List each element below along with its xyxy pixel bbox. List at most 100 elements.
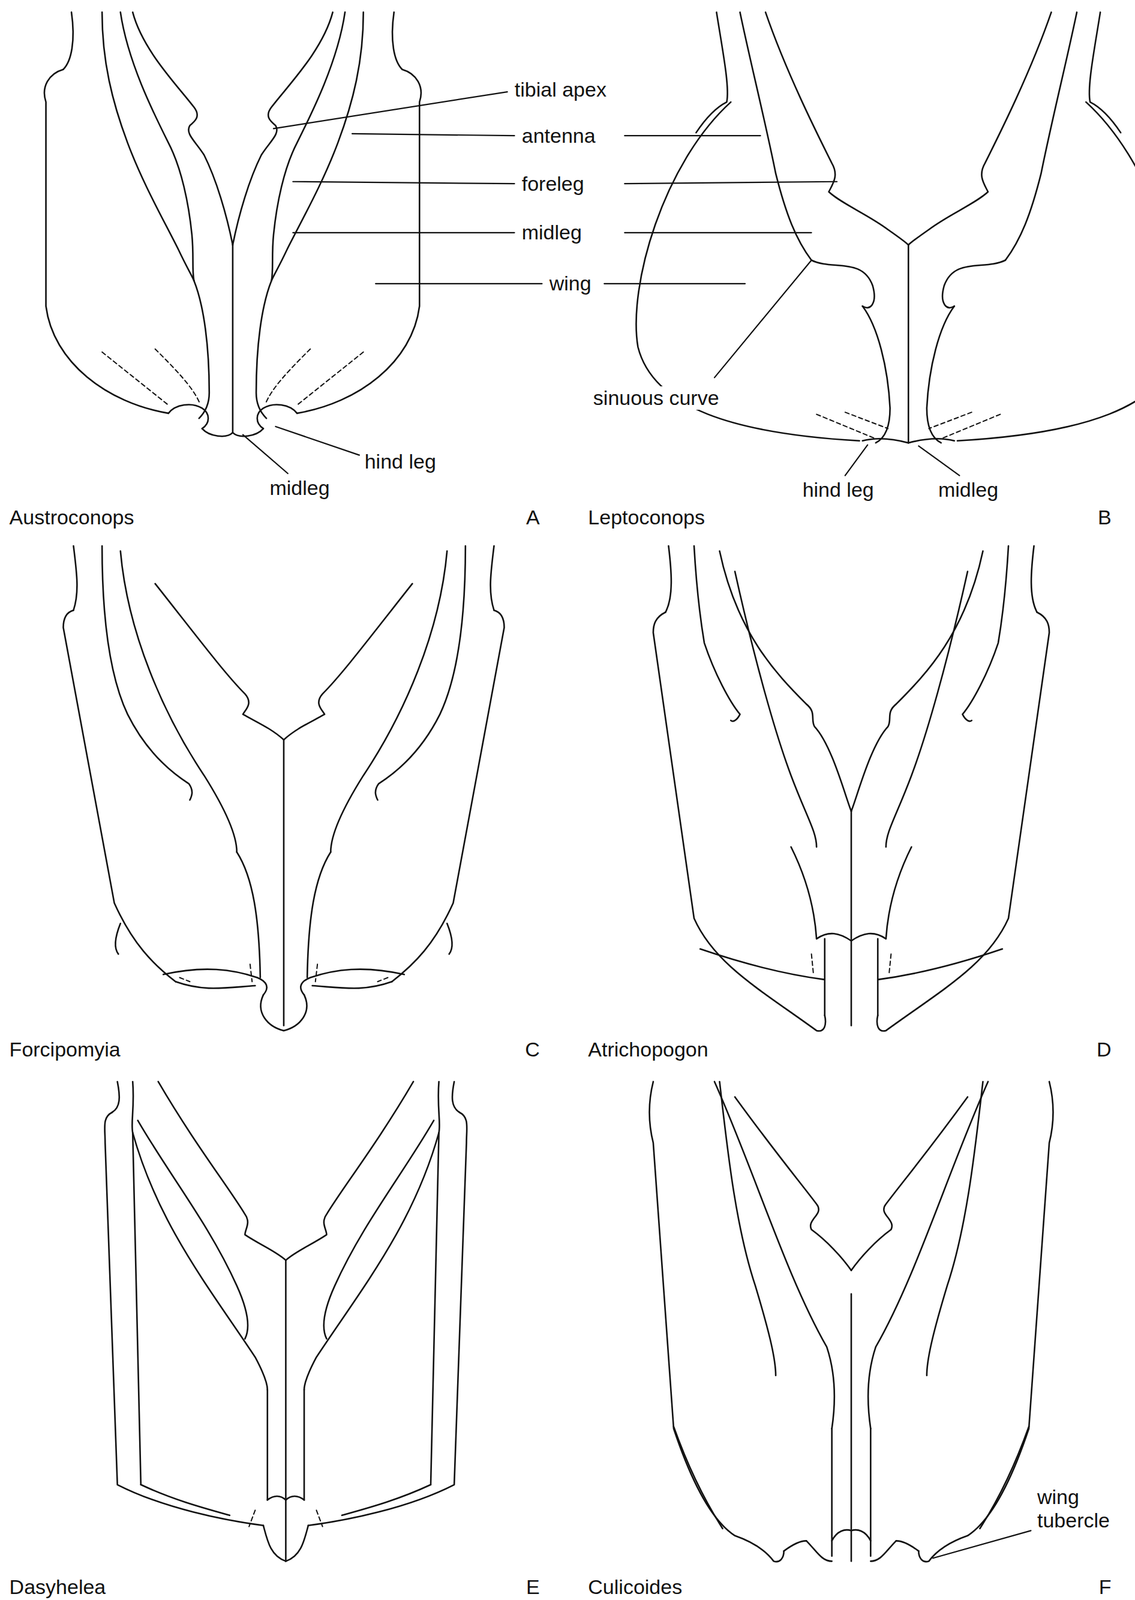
outline-stroke <box>811 953 814 975</box>
outline-stroke <box>132 1132 268 1390</box>
part-label: hind leg <box>363 449 438 474</box>
outline-stroke <box>806 1540 833 1561</box>
outline-stroke <box>175 981 256 989</box>
outline-stroke <box>260 994 284 1031</box>
leptoconops-half <box>908 11 1135 443</box>
atrichopogon-half <box>851 545 1050 1031</box>
midline <box>283 739 285 1026</box>
outline-stroke <box>816 414 876 440</box>
outline-stroke <box>115 923 121 954</box>
leader-line <box>624 134 761 137</box>
panel-letter: D <box>1095 1037 1113 1062</box>
outline-stroke <box>267 1496 287 1500</box>
leader-line <box>273 91 508 129</box>
outline-stroke <box>649 1081 785 1562</box>
outline-stroke <box>140 1484 230 1516</box>
austroconops-half <box>44 11 233 437</box>
genus-name: Leptoconops <box>586 505 707 530</box>
panel-letter: E <box>524 1575 542 1599</box>
genus-name: Forcipomyia <box>8 1037 122 1062</box>
outline-stroke <box>248 1509 255 1527</box>
outline-stroke <box>266 1389 269 1501</box>
part-label: antenna <box>520 124 597 148</box>
leader-line <box>624 181 837 184</box>
midline <box>284 1260 287 1562</box>
part-label: midleg <box>937 478 1000 502</box>
leptoconops-half <box>636 11 909 443</box>
outline-stroke <box>263 1525 286 1562</box>
outline-stroke <box>695 11 728 133</box>
forcipomyia-half <box>283 545 505 1031</box>
leader-line <box>242 434 288 474</box>
leader-line <box>624 232 812 234</box>
outline-stroke <box>665 545 672 613</box>
leader-line <box>375 283 542 285</box>
part-label: tibial apex <box>513 77 608 102</box>
part-label: midleg <box>268 476 331 500</box>
outline-stroke <box>158 1081 287 1261</box>
outline-stroke <box>700 949 825 980</box>
outline-stroke <box>155 349 201 405</box>
genus-name: Austroconops <box>8 505 136 530</box>
culicoides-half <box>851 1081 1053 1562</box>
leader-line <box>604 283 746 285</box>
outline-stroke <box>816 933 852 941</box>
leader-line <box>918 445 960 476</box>
outline-stroke <box>845 412 888 429</box>
panel-letter: C <box>523 1037 542 1062</box>
outline-stroke <box>653 612 826 1032</box>
leader-line <box>845 445 868 476</box>
outline-stroke <box>784 1540 807 1551</box>
leader-line <box>714 260 812 378</box>
genus-name: Atrichopogon <box>586 1037 710 1062</box>
part-label: hind leg <box>801 478 876 502</box>
outline-stroke <box>236 851 261 978</box>
forcipomyia-half <box>62 545 284 1031</box>
outline-stroke <box>132 11 233 245</box>
outline-stroke <box>104 1112 264 1526</box>
panel-letter: F <box>1097 1575 1113 1599</box>
outline-stroke <box>714 1081 835 1429</box>
leader-line <box>292 232 515 234</box>
outline-stroke <box>44 69 169 414</box>
outline-stroke <box>62 610 176 982</box>
part-label: sinuous curve <box>592 386 721 410</box>
outline-stroke <box>673 1426 723 1529</box>
outline-stroke <box>791 847 818 939</box>
outline-stroke <box>120 11 195 281</box>
genus-name: Culicoides <box>586 1575 684 1599</box>
culicoides-half <box>649 1081 852 1562</box>
part-label: foreleg <box>520 172 586 196</box>
genus-name: Dasyhelea <box>8 1575 108 1599</box>
outline-stroke <box>168 404 209 429</box>
leader-line <box>932 1530 1031 1558</box>
outline-stroke <box>101 352 169 405</box>
panel-letter: B <box>1096 505 1113 530</box>
outline-stroke <box>112 1081 120 1113</box>
outline-stroke <box>137 1120 248 1339</box>
midline <box>850 811 853 1026</box>
outline-stroke <box>62 11 73 69</box>
outline-stroke <box>73 545 78 611</box>
panel-letter: A <box>524 505 542 530</box>
outline-stroke <box>811 260 875 308</box>
midline <box>232 244 234 433</box>
outline-stroke <box>155 583 284 740</box>
outline-stroke <box>694 545 741 722</box>
outline-stroke <box>101 545 192 801</box>
outline-stroke <box>202 428 233 437</box>
outline-stroke <box>823 938 826 1016</box>
atrichopogon-half <box>653 545 852 1031</box>
dasyhelea-half <box>285 1081 467 1561</box>
outline-stroke <box>131 1081 141 1485</box>
leader-line <box>352 133 515 136</box>
outline-stroke <box>120 550 237 852</box>
outline-stroke <box>862 438 909 443</box>
midline <box>907 244 910 443</box>
outline-stroke <box>862 305 891 443</box>
part-label: wing <box>548 271 593 296</box>
outline-stroke <box>193 280 210 419</box>
part-label: midleg <box>520 220 584 245</box>
midline <box>850 1293 853 1562</box>
leader-lines <box>242 91 1032 1558</box>
